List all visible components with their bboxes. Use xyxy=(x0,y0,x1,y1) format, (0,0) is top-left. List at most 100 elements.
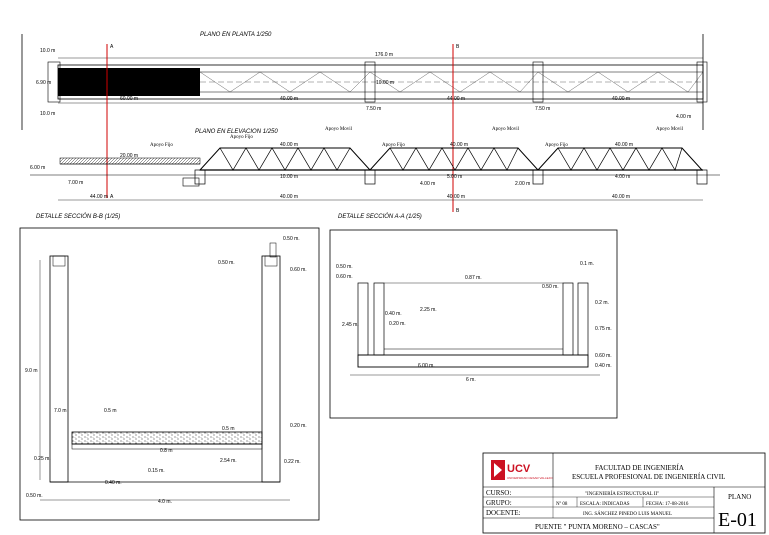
sec-bb-d6: 0.5 m xyxy=(222,426,235,432)
svg-text:A: A xyxy=(110,44,114,50)
faculty-text: FACULTAD DE INGENIERÍA xyxy=(595,464,684,472)
cut-line-b: B B xyxy=(452,44,460,214)
sec-aa-d11: 0.60 m. xyxy=(595,353,612,359)
plano-number: E-01 xyxy=(718,509,757,531)
cut-line-a: A A xyxy=(106,44,114,200)
section-bb: 0.50 m. 0.50 m. 0.60 m. 9.0 m 7.0 m 0.5 … xyxy=(19,227,320,521)
elevation-view: PLANO EN ELEVACION 1/250 Apoyo Fijo Apoy… xyxy=(30,127,720,201)
elev-h1: 6.00 m xyxy=(30,165,45,171)
school-text: ESCUELA PROFESIONAL DE INGENIERÍA CIVIL xyxy=(572,473,725,481)
sec-aa-d1: 0.1 m. xyxy=(580,261,594,267)
sec-aa-d7: 0.40 m. xyxy=(385,311,402,317)
plan-dim-inner: 10.00 m xyxy=(376,80,394,86)
support-label-5: Apoyo Movil xyxy=(492,127,520,132)
sec-bb-d10: 2.54 m. xyxy=(220,458,237,464)
plan-dim-side-b: 10.0 m xyxy=(40,111,55,117)
sec-bb-d3: 0.60 m. xyxy=(290,267,307,273)
plan-dim-width: 6.90 m xyxy=(36,80,51,86)
sec-aa-total: 6 m. xyxy=(466,377,476,383)
sec-aa-d9: 2.25 m. xyxy=(420,307,437,313)
svg-text:B: B xyxy=(456,44,460,50)
sec-aa-d2: 0.50 m. xyxy=(336,264,353,270)
curso-value: "INGENIERÍA ESTRUCTURAL II" xyxy=(585,491,659,497)
sec-bb-d14: 0.50 m. xyxy=(26,493,43,499)
section-bb-title: DETALLE SECCIÓN B-B (1/25) xyxy=(36,213,120,220)
sec-aa-d10: 0.75 m. xyxy=(595,326,612,332)
plan-dim-right2: 40.00 m xyxy=(612,96,630,102)
sec-aa-inner: 6.00 m. xyxy=(418,363,435,369)
section-aa-title: DETALLE SECCIÓN A-A (1/25) xyxy=(338,213,422,220)
elev-h2: 7.00 m xyxy=(68,180,83,186)
span-label-2: 40.00 m xyxy=(280,142,298,148)
truss-3 xyxy=(536,147,704,171)
ucv-logo-icon: UCV UNIVERSIDAD CESAR VALLEJO xyxy=(491,460,553,480)
sec-aa-d6: 2.45 m. xyxy=(342,322,359,328)
sec-bb-height: 9.0 m xyxy=(25,368,38,374)
sec-bb-d5: 0.5 m xyxy=(104,408,117,414)
elev-bottom-2: 40.00 m xyxy=(280,194,298,200)
section-aa: 0.1 m. 0.50 m. 0.60 m. 0.87 m. 0.50 m. 0… xyxy=(329,229,618,419)
span-label-4: 40.00 m xyxy=(615,142,633,148)
sec-aa-d3: 0.60 m. xyxy=(336,274,353,280)
curso-label: CURSO: xyxy=(486,489,511,497)
elev-bottom-4: 40.00 m xyxy=(612,194,630,200)
svg-text:B: B xyxy=(456,208,460,214)
logo-text: UCV xyxy=(507,463,531,475)
docente-label: DOCENTE: xyxy=(486,509,521,517)
grupo-value: Nº 08 xyxy=(556,501,568,507)
sec-bb-d11: 0.22 m. xyxy=(284,459,301,465)
sec-aa-d8: 0.20 m. xyxy=(389,321,406,327)
support-label-1: Apoyo Fijo xyxy=(150,143,173,148)
plan-dim-small1: 7.50 m xyxy=(366,106,381,112)
elev-bottom-3: 40.00 m xyxy=(447,194,465,200)
grupo-label: GRUPO: xyxy=(486,499,512,507)
elev-p5: 2.00 m xyxy=(515,181,530,187)
elev-p2: 4.00 m xyxy=(420,181,435,187)
docente-value: ING. SÁNCHEZ PINEDO LUIS MANUEL xyxy=(583,511,672,517)
plan-dim-far: 4.00 m xyxy=(676,114,691,120)
support-label-7: Apoyo Movil xyxy=(656,127,684,132)
plan-dim-small2: 7.50 m xyxy=(535,106,550,112)
plan-dim-total: 176.0 m xyxy=(375,52,393,58)
project-name: PUENTE " PUNTA MORENO – CASCAS" xyxy=(535,523,660,531)
title-block: UCV UNIVERSIDAD CESAR VALLEJO FACULTAD D… xyxy=(482,452,766,534)
plan-dim-left: 60.00 m xyxy=(120,96,138,102)
support-label-4: Apoyo Fijo xyxy=(382,143,405,148)
truss-1 xyxy=(198,147,372,171)
elev-p3: 5.00 m xyxy=(447,174,462,180)
section-bb-deck xyxy=(71,431,263,445)
plano-label: PLANO xyxy=(728,493,751,501)
logo-sub: UNIVERSIDAD CESAR VALLEJO xyxy=(507,476,553,480)
plan-view: PLANO EN PLANTA 1/250 176.0 m 60.00 m 40… xyxy=(21,32,708,130)
escala-text: ESCALA: INDICADAS xyxy=(580,502,630,507)
sec-bb-width: 4.0 m. xyxy=(158,499,172,505)
fecha-text: FECHA: 17-08-2016 xyxy=(646,502,689,507)
sec-bb-d13: 0.40 m. xyxy=(105,480,122,486)
elev-p1: 10.00 m xyxy=(280,174,298,180)
plan-dim-side-a: 10.0 m xyxy=(40,48,55,54)
plan-dim-right: 44.00 m xyxy=(447,96,465,102)
span-label-3: 40.00 m xyxy=(450,142,468,148)
sec-aa-d5: 0.2 m. xyxy=(595,300,609,306)
span-label-1: 20.00 m xyxy=(120,153,138,159)
sec-aa-d4: 0.50 m. xyxy=(542,284,559,290)
sec-bb-d8: 0.25 m. xyxy=(34,456,51,462)
sec-bb-d1: 0.50 m. xyxy=(283,236,300,242)
section-aa-deck xyxy=(357,354,589,368)
sec-bb-d7: 0.20 m. xyxy=(290,423,307,429)
sec-bb-d4: 7.0 m xyxy=(54,408,67,414)
elev-p4: 4.00 m xyxy=(615,174,630,180)
support-label-3: Apoyo Movil xyxy=(325,127,353,132)
sec-bb-d2: 0.50 m. xyxy=(218,260,235,266)
svg-text:A: A xyxy=(110,194,114,200)
plan-approach-slab xyxy=(58,68,200,96)
sec-bb-d12: 0.15 m. xyxy=(148,468,165,474)
sec-bb-d9: 0.8 m xyxy=(160,448,173,454)
support-label-6: Apoyo Fijo xyxy=(545,143,568,148)
elevation-title: PLANO EN ELEVACION 1/250 xyxy=(195,129,278,135)
elev-bottom-1: 44.00 m xyxy=(90,194,108,200)
support-label-2: Apoyo Fijo xyxy=(230,135,253,140)
plan-title: PLANO EN PLANTA 1/250 xyxy=(200,32,272,38)
plan-dim-mid: 40.00 m xyxy=(280,96,298,102)
